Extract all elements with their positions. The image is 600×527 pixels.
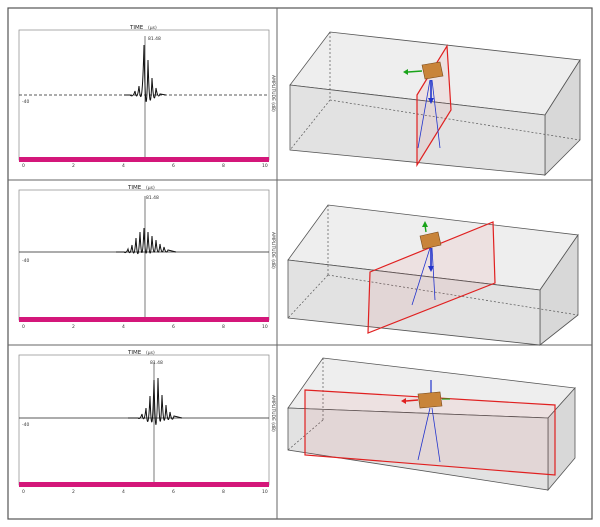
svg-text:8: 8 <box>222 163 225 169</box>
svg-text:8: 8 <box>222 324 225 330</box>
block-front-face <box>287 259 541 346</box>
test-block-1 <box>289 31 581 176</box>
echo-waveform <box>116 227 177 254</box>
time-axis-title: TIME <box>129 25 144 31</box>
waveform-panel-1: TIME (µs) 81.48 -40 AMPLITUDE (dB) 0 2 4… <box>18 25 276 169</box>
beam-ray <box>431 407 441 463</box>
peak-value-label: 81.48 <box>150 360 163 366</box>
waveform-panel-2: TIME (µs) 81.48 -40 AMPLITUDE (dB) 0 2 4… <box>18 185 276 330</box>
time-unit: (µs) <box>148 25 157 31</box>
svg-text:8: 8 <box>222 489 225 495</box>
time-scale-bar <box>19 157 269 162</box>
svg-text:10: 10 <box>262 489 268 495</box>
svg-text:4: 4 <box>122 324 125 330</box>
svg-text:6: 6 <box>172 489 175 495</box>
reflector-plane <box>367 221 496 334</box>
svg-text:2: 2 <box>72 489 75 495</box>
svg-text:0: 0 <box>22 163 25 169</box>
scan-direction-arrow <box>407 70 423 73</box>
time-scale-bar <box>19 317 269 322</box>
beam-ray <box>417 407 431 461</box>
svg-text:2: 2 <box>72 163 75 169</box>
time-axis-title: TIME <box>127 350 142 356</box>
svg-text:4: 4 <box>122 489 125 495</box>
transducer-probe <box>421 61 444 80</box>
peak-value-label: 81.48 <box>148 36 161 42</box>
amplitude-axis-label: AMPLITUDE (dB) <box>270 395 276 432</box>
reflector-plane <box>304 389 556 476</box>
test-block-2 <box>287 204 579 346</box>
baseline-label: -40 <box>22 422 29 428</box>
echo-waveform <box>124 44 167 102</box>
test-block-3 <box>287 357 576 492</box>
scale-bar-labels: 0 2 4 6 8 10 <box>22 163 268 169</box>
scale-bar-labels: 0 2 4 6 8 10 <box>22 324 268 330</box>
amplitude-axis-label: AMPLITUDE (dB) <box>270 232 276 269</box>
scale-bar-labels: 0 2 4 6 8 10 <box>22 489 268 495</box>
amplitude-axis-label: AMPLITUDE (dB) <box>270 75 276 112</box>
baseline-label: -40 <box>22 258 29 264</box>
transducer-probe <box>417 391 443 409</box>
echo-waveform <box>128 377 183 425</box>
time-axis-title: TIME <box>127 185 142 191</box>
time-scale-bar <box>19 482 269 487</box>
waveform-panel-3: TIME (µs) 81.48 -40 AMPLITUDE (dB) 0 2 4… <box>18 350 276 495</box>
svg-text:6: 6 <box>172 163 175 169</box>
beam-ray <box>417 79 431 149</box>
peak-value-label: 81.48 <box>146 195 159 201</box>
transducer-probe <box>419 231 442 250</box>
svg-text:6: 6 <box>172 324 175 330</box>
svg-text:0: 0 <box>22 489 25 495</box>
time-unit: (µs) <box>146 350 155 356</box>
scan-direction-arrow <box>405 399 419 402</box>
beam-ray <box>431 79 441 149</box>
beam-ray <box>411 247 431 306</box>
svg-text:10: 10 <box>262 163 268 169</box>
svg-text:0: 0 <box>22 324 25 330</box>
svg-text:2: 2 <box>72 324 75 330</box>
time-unit: (µs) <box>146 185 155 191</box>
svg-text:10: 10 <box>262 324 268 330</box>
baseline-label: -40 <box>22 99 29 105</box>
beam-ray <box>431 247 436 301</box>
svg-text:4: 4 <box>122 163 125 169</box>
